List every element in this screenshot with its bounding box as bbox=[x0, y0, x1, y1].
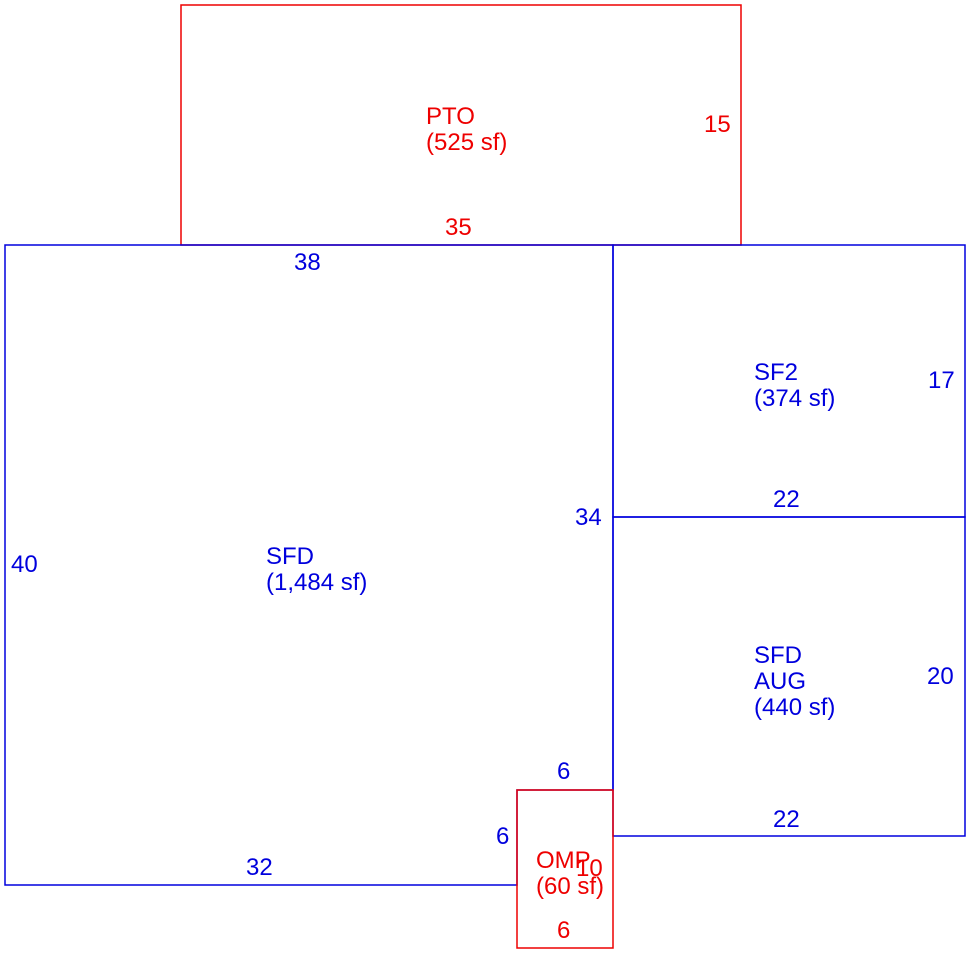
pto-label: PTO bbox=[426, 103, 475, 130]
notch-left-dimension: 6 bbox=[496, 823, 509, 850]
sfd-area: (1,484 sf) bbox=[266, 569, 367, 596]
sf2-bottom-dimension: 22 bbox=[773, 486, 800, 513]
sf2-area: (374 sf) bbox=[754, 385, 835, 412]
sfd-aug-label: SFD bbox=[754, 642, 802, 669]
omp-bottom-dimension: 6 bbox=[557, 917, 570, 944]
sfd-aug-right-dimension: 20 bbox=[927, 663, 954, 690]
sfd-label: SFD bbox=[266, 543, 314, 570]
pto-area: (525 sf) bbox=[426, 129, 507, 156]
sfd-left-dimension: 40 bbox=[11, 551, 38, 578]
sfd-aug-bottom-dimension: 22 bbox=[773, 806, 800, 833]
pto-right-dimension: 15 bbox=[704, 111, 731, 138]
omp-label: OMP bbox=[536, 847, 591, 874]
omp-right-dimension: 10 bbox=[576, 855, 603, 882]
sfd-aug-label-2: AUG bbox=[754, 668, 806, 695]
sfd-bottom-dimension: 32 bbox=[246, 854, 273, 881]
sfd-aug-outline bbox=[612, 516, 966, 837]
sf2-right-dimension: 17 bbox=[928, 367, 955, 394]
sf2-label: SF2 bbox=[754, 359, 798, 386]
notch-top-dimension: 6 bbox=[557, 758, 570, 785]
pto-bottom-dimension: 35 bbox=[445, 214, 472, 241]
sfd-top-dimension: 38 bbox=[294, 249, 321, 276]
omp-area: (60 sf) bbox=[536, 873, 604, 900]
sfd-right-dimension: 34 bbox=[575, 504, 602, 531]
omp-outline bbox=[516, 789, 614, 949]
sfd-aug-area: (440 sf) bbox=[754, 694, 835, 721]
